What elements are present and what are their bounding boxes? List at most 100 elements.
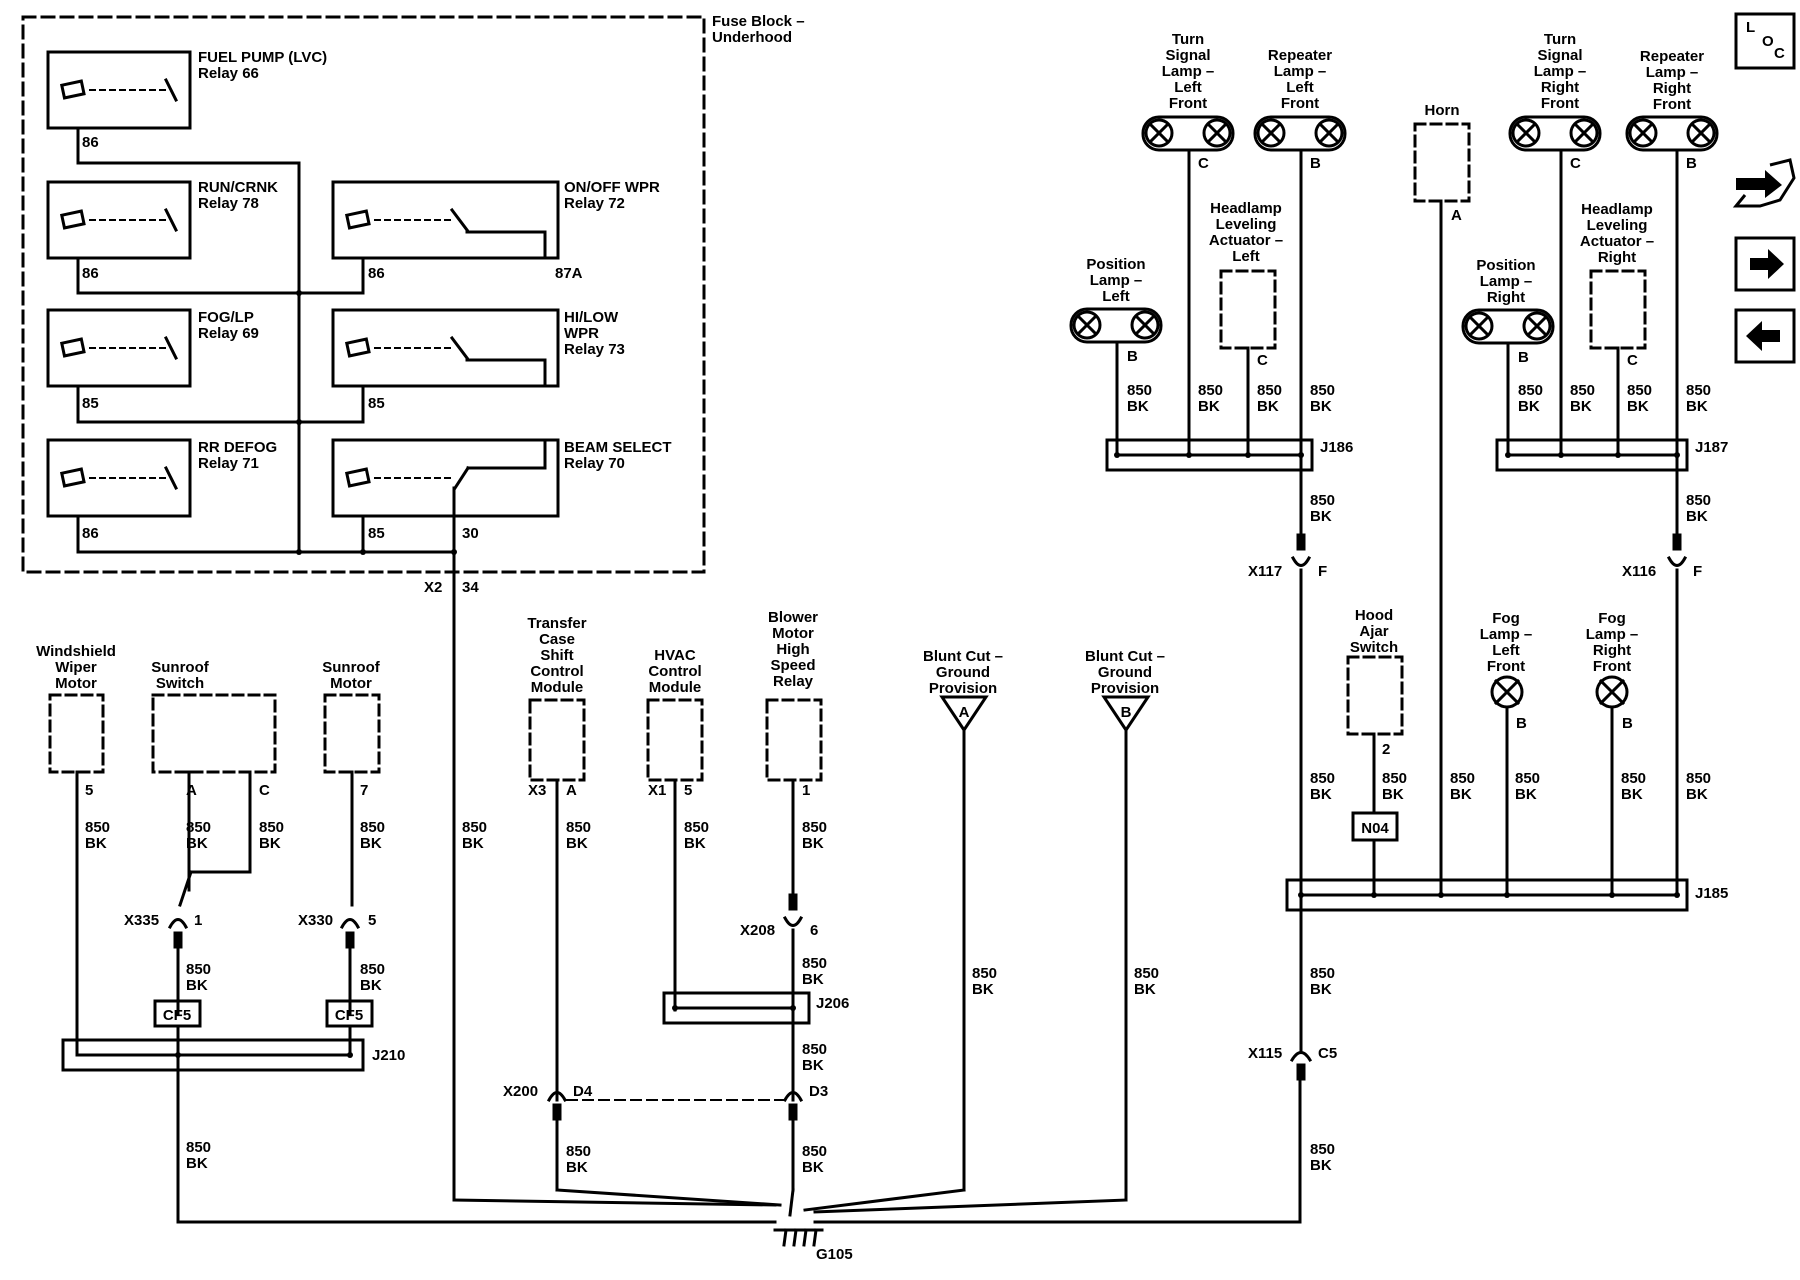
hvac-box <box>646 698 704 782</box>
wire-circuit: 850 <box>802 1041 827 1058</box>
wire-color: BK <box>684 835 706 852</box>
j187-label: J187 <box>1695 439 1728 456</box>
x2-pin: 34 <box>462 579 479 596</box>
position-right-line3: Right <box>1487 289 1525 306</box>
repeater-right-pin: B <box>1686 155 1697 172</box>
turn-right-line2: Signal <box>1537 47 1582 64</box>
wire-circuit: 850 <box>360 819 385 836</box>
position-right-pin: B <box>1518 349 1529 366</box>
relay-71-box <box>46 438 192 518</box>
blower-line2: Motor <box>772 625 814 642</box>
relay-73-name2: WPR <box>564 325 599 342</box>
headlamp-leveling-left-box <box>1219 269 1277 350</box>
relay-71-number: Relay 71 <box>198 455 259 472</box>
relay-73-pin: 85 <box>368 395 385 412</box>
relay-66-pin: 86 <box>82 134 99 151</box>
x200-label: X200 <box>503 1083 538 1100</box>
headlamp-right-line3: Actuator – <box>1580 233 1654 250</box>
sunroof-switch-box <box>151 693 277 774</box>
relay-72-box <box>331 180 560 260</box>
fuse-block-title: Fuse Block – <box>712 13 805 30</box>
ground-harness <box>176 1103 1302 1224</box>
wire-color: BK <box>1450 786 1472 803</box>
hood-ajar-line3: Switch <box>1350 639 1398 656</box>
blunt-a-line1: Blunt Cut – <box>923 648 1003 665</box>
x115-pin: C5 <box>1318 1045 1337 1062</box>
wire-color: BK <box>1570 398 1592 415</box>
wire-color: BK <box>85 835 107 852</box>
transfer-case-line5: Module <box>531 679 584 696</box>
relay-66-name: FUEL PUMP (LVC) <box>198 49 327 66</box>
wire-circuit: 850 <box>1686 382 1711 399</box>
turn-right-line1: Turn <box>1544 31 1576 48</box>
wire-circuit: 850 <box>1382 770 1407 787</box>
relay-71-name: RR DEFOG <box>198 439 277 456</box>
connector-view-icon[interactable] <box>1732 158 1796 208</box>
position-lamp-right <box>1461 308 1555 345</box>
blunt-a-line2: Ground <box>936 664 990 681</box>
wire-circuit: 850 <box>1518 382 1543 399</box>
x116-connector <box>1666 555 1688 567</box>
sunroof-switch-pin-c: C <box>259 782 270 799</box>
fog-right-line2: Lamp – <box>1586 626 1639 643</box>
wire-color: BK <box>462 835 484 852</box>
wire-color: BK <box>360 977 382 994</box>
wire-circuit: 850 <box>1515 770 1540 787</box>
transfer-case-line2: Case <box>539 631 575 648</box>
j185-splice <box>1285 878 1689 912</box>
turn-right-line3: Lamp – <box>1534 63 1587 80</box>
turn-left-pin: C <box>1198 155 1209 172</box>
relay-71-pin: 86 <box>82 525 99 542</box>
loc-button[interactable]: L O C <box>1734 12 1796 70</box>
turn-left-line2: Signal <box>1165 47 1210 64</box>
wire-color: BK <box>1686 508 1708 525</box>
loc-l-label: L <box>1746 19 1755 36</box>
wire-color: BK <box>360 835 382 852</box>
hood-ajar-line2: Ajar <box>1359 623 1388 640</box>
relay-78-box <box>46 180 192 260</box>
hvac-line3: Module <box>649 679 702 696</box>
turn-left-line1: Turn <box>1172 31 1204 48</box>
x200-pin-d4: D4 <box>573 1083 593 1100</box>
fog-lamp-left-bulb <box>1490 675 1524 709</box>
position-left-line1: Position <box>1086 256 1145 273</box>
turn-right-line5: Front <box>1541 95 1579 112</box>
fog-lamp-right-bulb <box>1595 675 1629 709</box>
turn-left-line4: Left <box>1174 79 1202 96</box>
wire-circuit: 850 <box>1127 382 1152 399</box>
wire-circuit: 850 <box>1257 382 1282 399</box>
previous-page-arrow-icon[interactable] <box>1734 308 1796 364</box>
wire-color: BK <box>566 835 588 852</box>
transfer-case-conn: X3 <box>528 782 546 799</box>
wire-color: BK <box>802 1159 824 1176</box>
x116-pin: F <box>1693 563 1702 580</box>
wire-color: BK <box>1310 508 1332 525</box>
next-page-arrow-icon[interactable] <box>1734 236 1796 292</box>
wire-circuit: 850 <box>972 965 997 982</box>
relay-66-number: Relay 66 <box>198 65 259 82</box>
wire-color: BK <box>1686 398 1708 415</box>
position-left-line2: Lamp – <box>1090 272 1143 289</box>
fuse-block-ground-bus <box>76 126 456 1202</box>
wire-circuit: 850 <box>1627 382 1652 399</box>
fog-left-line3: Left <box>1492 642 1520 659</box>
hood-ajar-line1: Hood <box>1355 607 1393 624</box>
headlamp-right-line2: Leveling <box>1587 217 1648 234</box>
headlamp-left-line4: Left <box>1232 248 1260 265</box>
fog-right-line3: Right <box>1593 642 1631 659</box>
blunt-a-tag: A <box>959 704 970 721</box>
fog-left-pin: B <box>1516 715 1527 732</box>
x335-connector <box>167 918 189 930</box>
wire-circuit: 850 <box>802 955 827 972</box>
x200-d3-connector <box>782 1091 804 1103</box>
fog-right-pin: B <box>1622 715 1633 732</box>
relay-78-pin: 86 <box>82 265 99 282</box>
wire-color: BK <box>1382 786 1404 803</box>
wire-circuit: 850 <box>1686 492 1711 509</box>
fog-right-line1: Fog <box>1598 610 1626 627</box>
wire-color: BK <box>1134 981 1156 998</box>
wire-circuit: 850 <box>566 819 591 836</box>
repeater-right-line2: Lamp – <box>1646 64 1699 81</box>
relay-73-name: HI/LOW <box>564 309 619 326</box>
